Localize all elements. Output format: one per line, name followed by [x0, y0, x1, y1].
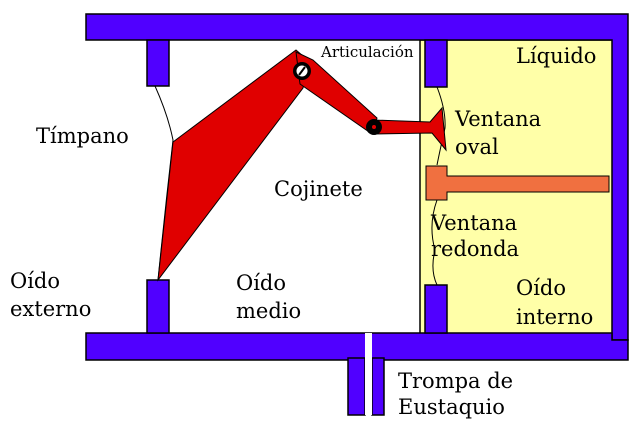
label-oido-externo-2: externo: [10, 297, 91, 321]
eustachian-tube-right: [371, 357, 385, 416]
label-oido-interno-1: Oído: [516, 276, 566, 300]
label-liquido: Líquido: [516, 44, 596, 68]
round-window-post: [424, 284, 448, 334]
incus-bone: [295, 51, 378, 135]
label-oido-interno-2: interno: [516, 305, 593, 329]
label-timpano: Tímpano: [36, 124, 129, 148]
eardrum-lower-post: [146, 279, 170, 334]
label-trompa-1: Trompa de: [398, 369, 513, 393]
bottom-wall: [85, 332, 629, 361]
label-oido-externo-1: Oído: [10, 269, 60, 293]
label-oido-medio-1: Oído: [236, 271, 286, 295]
eustachian-tube-channel: [365, 333, 372, 415]
oval-window-post: [424, 39, 448, 88]
round-window-membrane: [431, 199, 438, 286]
articulation-pivot-slash: [298, 66, 306, 76]
label-ventana-redonda-2: redonda: [431, 237, 519, 261]
label-cojinete: Cojinete: [274, 177, 363, 201]
label-ventana-redonda-1: Ventana: [430, 211, 517, 235]
label-ventana-oval-2: oval: [455, 135, 499, 159]
label-trompa-2: Eustaquio: [398, 395, 505, 419]
label-ventana-oval-1: Ventana: [454, 107, 541, 131]
ear-walls: [85, 13, 629, 416]
cushion-piston: [425, 165, 610, 201]
oval-window-membrane: [436, 86, 446, 166]
incus-stapes-joint-dot: [372, 125, 376, 129]
eustachian-tube-left: [347, 357, 366, 416]
label-oido-medio-2: medio: [236, 299, 301, 323]
eardrum-upper-post: [146, 39, 170, 87]
label-articulacion: Articulación: [320, 43, 414, 61]
hammer-bone: [157, 49, 311, 282]
